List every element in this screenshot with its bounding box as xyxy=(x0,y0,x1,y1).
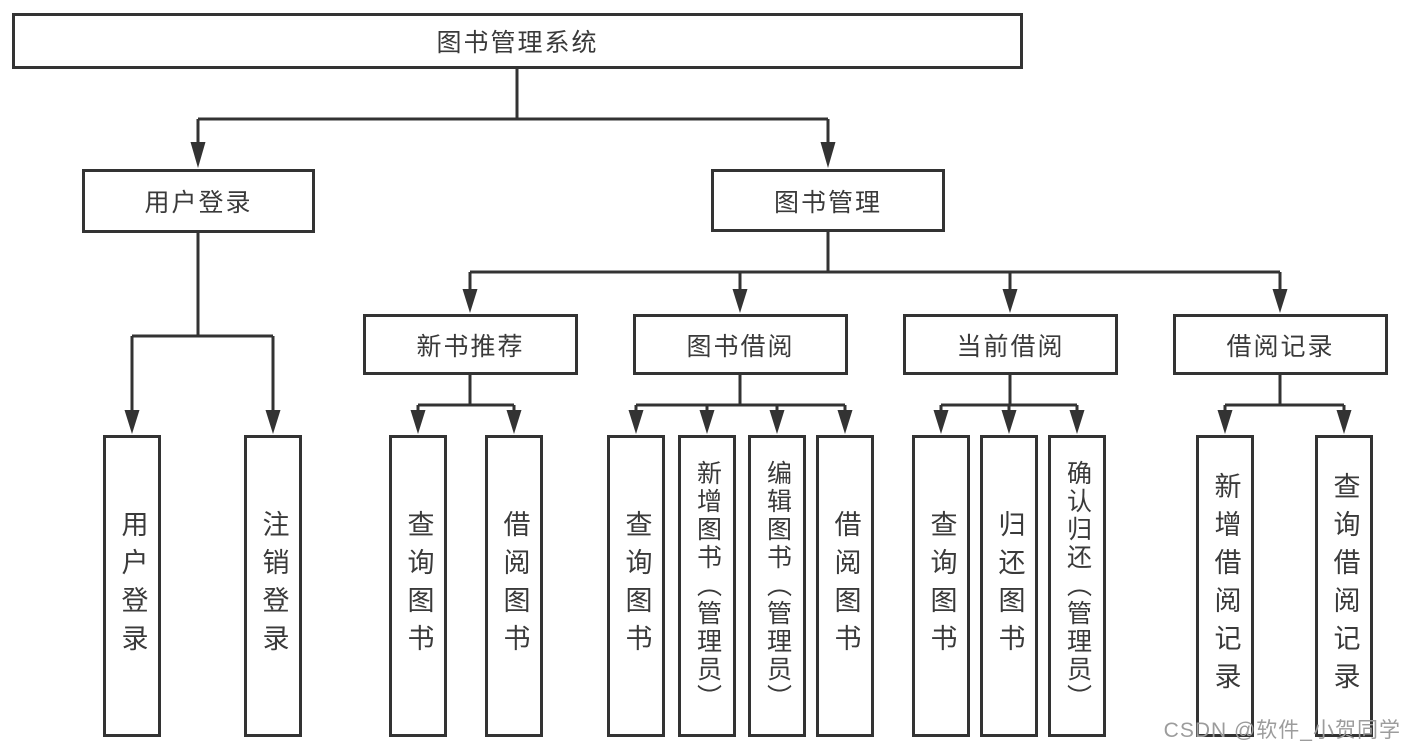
node-label: 当前借阅 xyxy=(956,332,1065,361)
leaf-user-login: 用户登录 xyxy=(103,435,161,737)
leaf-add-borrow-record: 新增借阅记录 xyxy=(1196,435,1254,737)
node-label: 图书管理系统 xyxy=(436,29,599,57)
node-book-borrowing: 图书借阅 xyxy=(633,314,848,375)
node-label: 查询图书 xyxy=(621,510,652,662)
leaf-borrow-books-recommend: 借阅图书 xyxy=(485,435,543,737)
leaf-add-book-admin: 新增图书（管理员） xyxy=(678,435,736,737)
node-user-login: 用户登录 xyxy=(82,169,315,233)
node-current-borrowing: 当前借阅 xyxy=(903,314,1118,375)
node-label: 新增借阅记录 xyxy=(1210,472,1241,700)
leaf-return-books: 归还图书 xyxy=(980,435,1038,737)
node-library-management-system: 图书管理系统 xyxy=(12,13,1023,69)
node-label: 新书推荐 xyxy=(416,332,525,361)
leaf-edit-book-admin: 编辑图书（管理员） xyxy=(748,435,806,737)
node-new-book-recommendation: 新书推荐 xyxy=(363,314,578,375)
node-label: 新增图书（管理员） xyxy=(693,460,722,712)
leaf-query-books-recommend: 查询图书 xyxy=(389,435,447,737)
node-label: 借阅记录 xyxy=(1226,332,1335,361)
leaf-query-borrow-record: 查询借阅记录 xyxy=(1315,435,1373,737)
node-label: 图书借阅 xyxy=(686,332,795,361)
leaf-borrow-books: 借阅图书 xyxy=(816,435,874,737)
leaf-query-books-current: 查询图书 xyxy=(912,435,970,737)
connector-user-login-to-leaves xyxy=(124,233,281,434)
leaf-query-books-borrowing: 查询图书 xyxy=(607,435,665,737)
node-borrowing-records: 借阅记录 xyxy=(1173,314,1388,375)
node-label: 图书管理 xyxy=(773,188,882,217)
node-label: 查询图书 xyxy=(403,510,434,662)
node-label: 借阅图书 xyxy=(830,510,861,662)
node-label: 用户登录 xyxy=(144,189,253,217)
node-label: 借阅图书 xyxy=(499,510,530,662)
csdn-watermark: CSDN @软件_小贺同学 xyxy=(1163,719,1401,742)
node-label: 用户登录 xyxy=(117,510,148,662)
connector-root-to-level2 xyxy=(190,69,836,168)
node-label: 编辑图书（管理员） xyxy=(763,460,792,712)
connector-book-borrow-fan xyxy=(628,375,853,434)
connector-borrow-record-fan xyxy=(1217,375,1352,434)
node-label: 注销登录 xyxy=(258,510,289,662)
leaf-logout: 注销登录 xyxy=(244,435,302,737)
node-book-management: 图书管理 xyxy=(711,169,945,232)
connector-new-book-fan xyxy=(410,375,522,434)
node-label: 确认归还（管理员） xyxy=(1063,460,1092,712)
node-label: 查询借阅记录 xyxy=(1329,472,1360,700)
node-label: 归还图书 xyxy=(994,510,1025,662)
connector-current-borrow-fan xyxy=(933,375,1085,434)
node-label: 查询图书 xyxy=(926,510,957,662)
connector-book-management-to-level3 xyxy=(462,232,1288,313)
leaf-confirm-return-admin: 确认归还（管理员） xyxy=(1048,435,1106,737)
